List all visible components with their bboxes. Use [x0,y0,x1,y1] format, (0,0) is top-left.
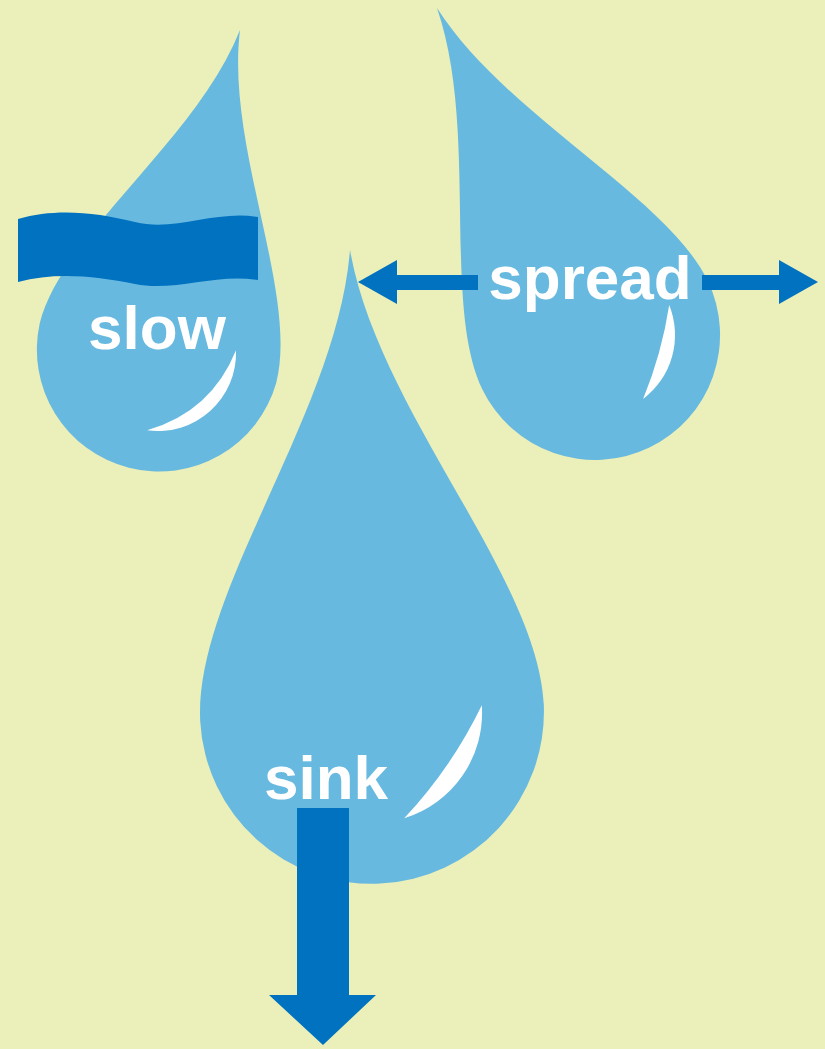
drop-label: spread [488,247,691,309]
slow-wave [18,212,258,286]
drop-outline [433,4,724,464]
drop-highlight [147,350,236,431]
drop-label: sink [264,747,388,809]
text-slot: sink [176,747,476,809]
spread-arrow-left [358,260,478,304]
drop-highlight [643,305,675,399]
drop-shape [37,30,281,472]
spread-arrow-right [702,260,818,304]
water-drop: slow [32,26,284,479]
drop-highlight [404,705,482,818]
drop-label: slow [88,297,226,359]
text-slot: slow [7,297,307,359]
water-drop: spread [433,4,724,464]
drop-outline [32,26,284,479]
drop-shape [437,8,720,460]
text-slot: spread [440,247,740,309]
drop-shape [200,250,544,884]
water-drop: sink [196,246,548,889]
